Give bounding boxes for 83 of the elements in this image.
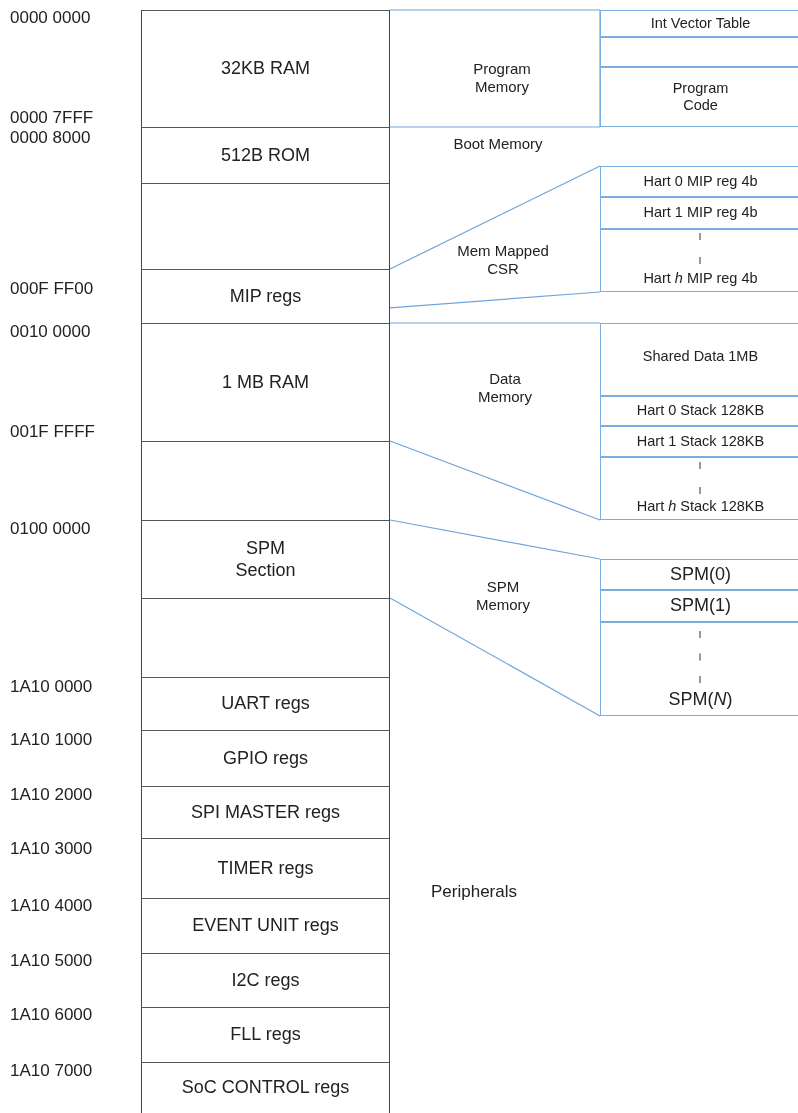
address-label: 1A10 5000: [10, 951, 93, 972]
memory-region-cell: [141, 183, 390, 269]
expansion-guide-line: [389, 322, 601, 324]
memory-region-cell: [141, 677, 390, 730]
address-label: 1A10 6000: [10, 1005, 93, 1026]
expansion-guide-line: [389, 597, 601, 717]
expansion-guide-line: [389, 165, 601, 270]
address-label: 1A10 4000: [10, 896, 93, 917]
memory-region-cell: [141, 730, 390, 786]
cell-label: Hart 1 Stack 128KB: [636, 432, 765, 451]
address-label: 0000 0000: [10, 8, 91, 29]
cell-label: SPM(1): [670, 595, 731, 617]
cell-label: UART regs: [221, 693, 310, 715]
memory-region-cell: [141, 1062, 390, 1113]
memory-region-cell: [141, 441, 390, 520]
cell-label: 1 MB RAM: [222, 371, 309, 394]
cell-label: Hart h Stack 128KB: [636, 497, 765, 515]
expansion-guide-line: [389, 9, 601, 11]
address-label: 000F FF00: [10, 279, 94, 300]
memory-block-cell: [600, 37, 798, 67]
address-label: 1A10 0000: [10, 677, 93, 698]
memory-block-cell: [600, 10, 798, 37]
address-label: 0010 0000: [10, 322, 91, 343]
cell-label: SPM(0): [670, 563, 731, 586]
cell-label: GPIO regs: [223, 747, 308, 770]
cell-label: Shared Data 1MB: [642, 348, 759, 366]
expansion-guide-line: [389, 126, 601, 128]
section-label: Data Memory: [476, 370, 534, 406]
cell-label: Hart 1 MIP reg 4b: [643, 204, 758, 222]
memory-region-cell: [141, 269, 390, 323]
expansion-guide-line: [389, 440, 601, 521]
memory-block-cell: [600, 396, 798, 426]
cell-label: EVENT UNIT regs: [192, 915, 339, 937]
memory-region-cell: [141, 1007, 390, 1062]
cell-label: I2C regs: [231, 969, 300, 992]
cell-label: Program Code: [671, 79, 730, 115]
cell-label: Hart 0 Stack 128KB: [636, 402, 765, 420]
memory-region-cell: [141, 520, 390, 598]
memory-block-cell: [600, 229, 798, 292]
memory-region-cell: [141, 323, 390, 441]
address-label: 0100 0000: [10, 519, 91, 540]
memory-region-cell: [141, 898, 390, 953]
memory-block-cell: [600, 323, 798, 396]
memory-block-cell: [600, 426, 798, 457]
cell-label: FLL regs: [230, 1024, 301, 1046]
memory-block-cell: [600, 197, 798, 229]
section-label: Peripherals: [430, 882, 518, 903]
address-label: 1A10 2000: [10, 785, 93, 806]
section-label: SPM Memory: [474, 578, 532, 614]
expansion-guide-line: [389, 291, 601, 309]
cell-label: 32KB RAM: [220, 58, 310, 80]
cell-label: SPM Section: [235, 537, 296, 582]
cell-label: Int Vector Table: [650, 14, 751, 33]
cell-label: SPM(N): [668, 689, 733, 711]
memory-block-cell: [600, 590, 798, 622]
memory-region-cell: [141, 598, 390, 677]
expansion-guide-line: [389, 519, 601, 560]
address-label: 1A10 1000: [10, 730, 93, 751]
address-label: 001F FFFF: [10, 422, 95, 443]
section-label: Program Memory: [472, 60, 532, 96]
memory-region-cell: [141, 838, 390, 898]
cell-label: TIMER regs: [217, 857, 314, 880]
cell-label: SoC CONTROL regs: [181, 1077, 350, 1099]
memory-region-cell: [141, 10, 390, 127]
memory-block-cell: [600, 67, 798, 127]
memory-region-cell: [141, 953, 390, 1007]
cell-label: MIP regs: [229, 285, 302, 308]
memory-block-cell: [600, 622, 798, 716]
memory-block-cell: [600, 457, 798, 520]
cell-label: 512B ROM: [220, 144, 310, 167]
address-label: 1A10 7000: [10, 1061, 93, 1082]
section-label: Mem Mapped CSR: [456, 242, 550, 278]
address-label: 1A10 3000: [10, 839, 93, 860]
memory-block-cell: [600, 559, 798, 590]
address-label: 0000 7FFF: [10, 108, 94, 129]
address-label: 0000 8000: [10, 128, 91, 149]
memory-block-cell: [600, 166, 798, 197]
cell-label: Hart 0 MIP reg 4b: [643, 172, 758, 191]
cell-label: SPI MASTER regs: [190, 801, 340, 824]
section-label: Boot Memory: [452, 135, 544, 153]
memory-region-cell: [141, 127, 390, 183]
memory-region-cell: [141, 786, 390, 838]
cell-label: Hart h MIP reg 4b: [643, 269, 758, 287]
